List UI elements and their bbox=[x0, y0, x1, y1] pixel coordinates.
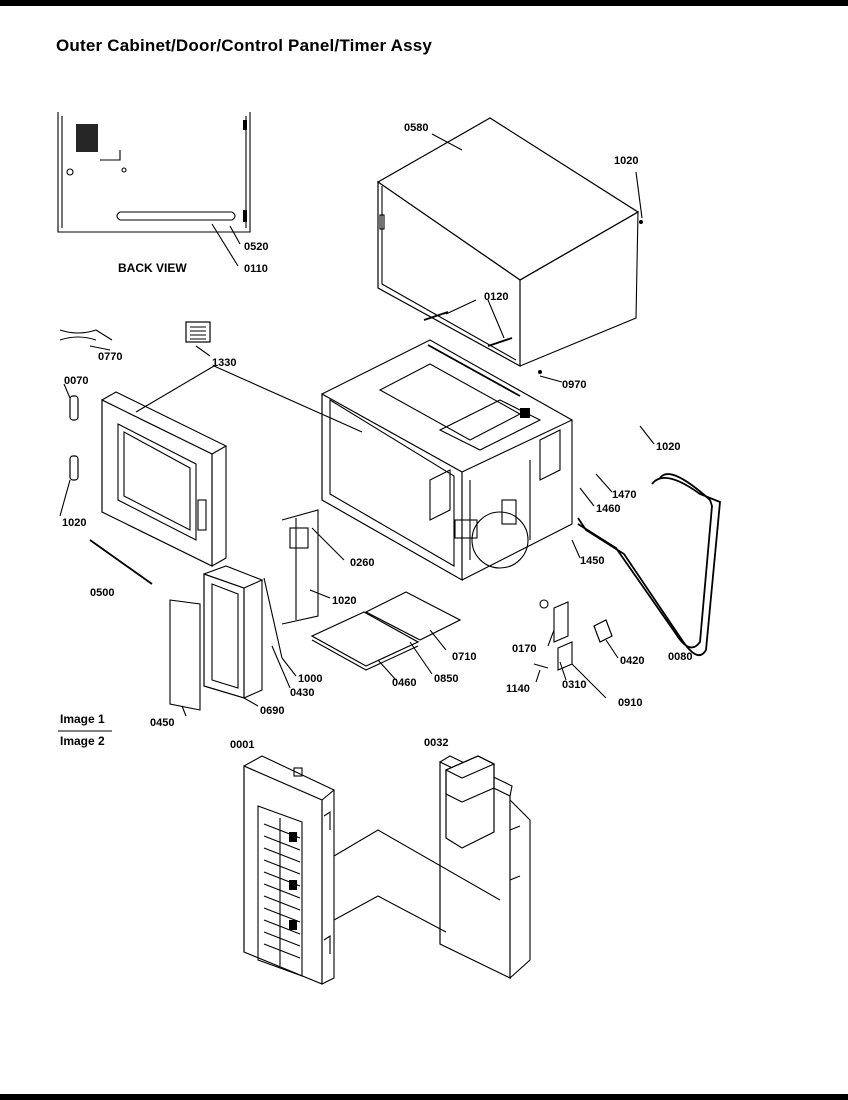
part-label-0420: 0420 bbox=[620, 655, 644, 667]
part-label-0710: 0710 bbox=[452, 651, 476, 663]
part-label-0001: 0001 bbox=[230, 739, 254, 751]
part-label-0070: 0070 bbox=[64, 375, 88, 387]
part-label-0080: 0080 bbox=[668, 651, 692, 663]
part-label-0450: 0450 bbox=[150, 717, 174, 729]
outer-cabinet-wrap bbox=[376, 117, 643, 374]
front-control-panel bbox=[169, 565, 283, 711]
part-label-0910: 0910 bbox=[618, 697, 642, 709]
part-label-0970: 0970 bbox=[562, 379, 586, 391]
vent-tube bbox=[577, 473, 721, 657]
tray-assembly bbox=[310, 591, 462, 671]
part-label-0032: 0032 bbox=[424, 737, 448, 749]
leader-lines bbox=[59, 133, 655, 717]
part-label-1000: 1000 bbox=[298, 673, 322, 685]
timer-board-0032 bbox=[439, 755, 531, 979]
part-label-0500: 0500 bbox=[90, 587, 114, 599]
image-2-caption: Image 2 bbox=[60, 734, 105, 748]
part-label-1020: 1020 bbox=[656, 441, 680, 453]
back-view-caption: BACK VIEW bbox=[118, 261, 187, 275]
part-label-0770: 0770 bbox=[98, 351, 122, 363]
top-border bbox=[0, 0, 848, 6]
part-label-1020: 1020 bbox=[332, 595, 356, 607]
part-label-0520: 0520 bbox=[244, 241, 268, 253]
trim-strips bbox=[423, 311, 513, 347]
bottom-border bbox=[0, 1094, 848, 1100]
part-label-1020: 1020 bbox=[614, 155, 638, 167]
part-labels: 0580 1020 0520 0110 0120 0770 1330 0970 … bbox=[62, 122, 692, 751]
panel-bracket bbox=[281, 509, 319, 625]
latch-hardware bbox=[533, 599, 613, 671]
part-label-1470: 1470 bbox=[612, 489, 636, 501]
part-label-0430: 0430 bbox=[290, 687, 314, 699]
image2-connectors bbox=[333, 829, 501, 933]
part-label-1450: 1450 bbox=[580, 555, 604, 567]
part-label-0310: 0310 bbox=[562, 679, 586, 691]
part-label-0110: 0110 bbox=[244, 263, 268, 275]
part-label-1140: 1140 bbox=[506, 683, 530, 695]
door-assembly bbox=[69, 391, 228, 585]
page-title: Outer Cabinet/Door/Control Panel/Timer A… bbox=[56, 36, 433, 55]
part-label-1020: 1020 bbox=[62, 517, 86, 529]
back-view-panel bbox=[57, 112, 251, 267]
part-label-0580: 0580 bbox=[404, 122, 428, 134]
small-parts-top-left bbox=[59, 321, 211, 343]
part-label-0260: 0260 bbox=[350, 557, 374, 569]
control-panel-0001 bbox=[243, 755, 336, 985]
part-label-0120: 0120 bbox=[484, 291, 508, 303]
part-label-0170: 0170 bbox=[512, 643, 536, 655]
part-label-0850: 0850 bbox=[434, 673, 458, 685]
part-label-0690: 0690 bbox=[260, 705, 284, 717]
oven-chassis bbox=[321, 339, 574, 582]
image-1-caption: Image 1 bbox=[60, 712, 105, 726]
part-label-0460: 0460 bbox=[392, 677, 416, 689]
part-label-1460: 1460 bbox=[596, 503, 620, 515]
part-label-1330: 1330 bbox=[212, 357, 236, 369]
